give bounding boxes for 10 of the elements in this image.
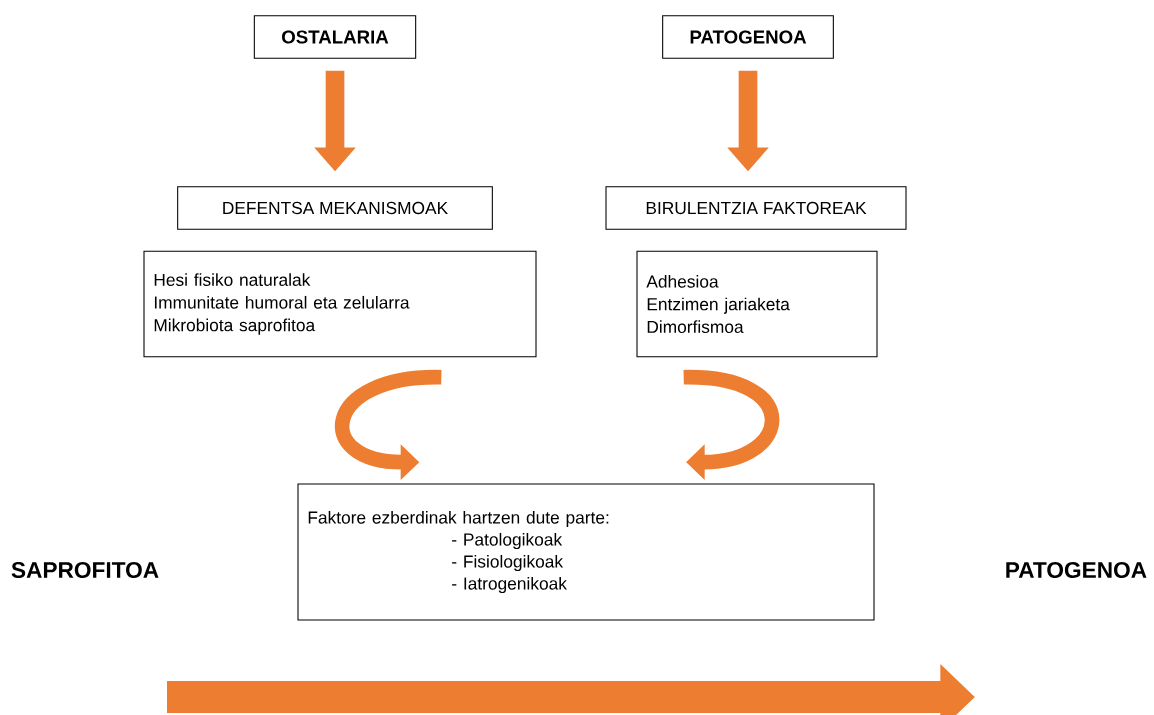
stage-label: SAPROFITOA (11, 562, 159, 579)
title-box: OSTALARIA (253, 15, 417, 59)
heading-box: DEFENTSA MEKANISMOAK (177, 186, 493, 230)
list-box: Adhesioa Entzimen jariaketa Dimorfismoa (636, 250, 878, 358)
title-box: PATOGENOA (662, 15, 834, 59)
list-box: Hesi fisiko naturalak Immunitate humoral eta zelularra Mikrobiota saprofitoa (143, 250, 537, 358)
heading-box: BIRULENTZIA FAKTOREAK (605, 186, 907, 230)
block-arrow (683, 369, 780, 481)
stage-label: PATOGENOA (1006, 562, 1147, 579)
factor-box: Faktore ezberdinak hartzen dute parte: - Patologikoak - Fisiologikoak - Iatrogenikoak (297, 483, 875, 621)
